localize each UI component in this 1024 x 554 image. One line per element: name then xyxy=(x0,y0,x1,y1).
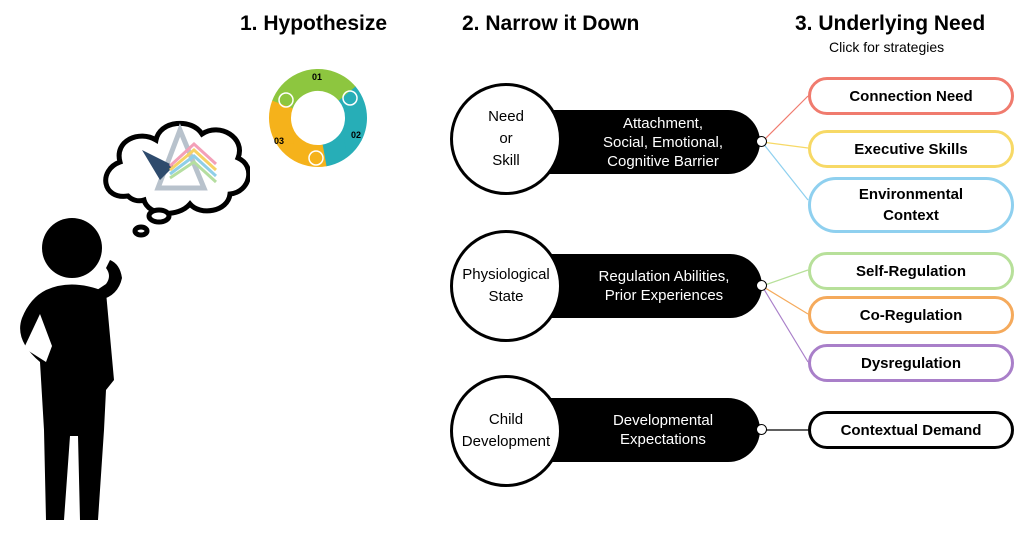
pill-line: Developmental xyxy=(612,412,714,429)
need-label: Context xyxy=(883,207,939,224)
hypothesis-cycle: 01 02 03 xyxy=(269,69,367,167)
need-label: Connection Need xyxy=(849,87,973,105)
need-label: Executive Skills xyxy=(854,140,968,158)
cycle-step-02: 02 xyxy=(351,130,361,140)
pill-line: Prior Experiences xyxy=(604,287,724,304)
connector-node xyxy=(756,136,767,147)
need-label: Self-Regulation xyxy=(855,262,966,280)
physiological-state-circle: Physiological State xyxy=(450,230,562,342)
pill-line: Regulation Abilities, xyxy=(598,268,730,285)
hypothesize-heading: 1. Hypothesize xyxy=(240,12,388,35)
circle-line: Physiological xyxy=(462,266,550,283)
need-label: Environmental xyxy=(858,186,964,203)
child-development-circle: Child Development xyxy=(450,375,562,487)
need-label: Dysregulation xyxy=(860,354,962,372)
click-hint: Click for strategies xyxy=(829,39,945,55)
circle-line: Need xyxy=(488,108,524,125)
need-or-skill-circle: Need or Skill xyxy=(450,83,562,195)
circle-line: State xyxy=(488,288,524,305)
executive-skills-button[interactable]: Executive Skills xyxy=(808,130,1014,168)
need-label: Contextual Demand xyxy=(840,421,982,439)
contextual-demand-button[interactable]: Contextual Demand xyxy=(808,411,1014,449)
pill-line: Expectations xyxy=(620,431,706,448)
need-label: Co-Regulation xyxy=(859,306,963,324)
circle-line: or xyxy=(499,130,513,147)
cycle-step-01: 01 xyxy=(312,72,322,82)
person-silhouette xyxy=(20,218,122,520)
cycle-step-03: 03 xyxy=(274,136,284,146)
pill-line: Cognitive Barrier xyxy=(607,152,719,170)
circle-line: Skill xyxy=(492,152,520,169)
circle-line: Development xyxy=(461,433,551,450)
narrow-heading: 2. Narrow it Down xyxy=(462,12,640,35)
gears-icon xyxy=(308,150,324,166)
connection-need-button[interactable]: Connection Need xyxy=(808,77,1014,115)
pill-line: Attachment, xyxy=(622,114,704,132)
environmental-context-button[interactable]: Environmental Context xyxy=(808,177,1014,233)
barrier-pill: Attachment, Social, Emotional, Cognitive… xyxy=(530,110,760,174)
people-icon xyxy=(278,92,294,108)
connector-node xyxy=(756,280,767,291)
developmental-pill: Developmental Expectations xyxy=(530,398,760,462)
co-regulation-button[interactable]: Co-Regulation xyxy=(808,296,1014,334)
triangle-logo xyxy=(142,123,218,191)
pill-line: Social, Emotional, xyxy=(602,133,724,151)
brain-icon xyxy=(342,90,358,106)
dysregulation-button[interactable]: Dysregulation xyxy=(808,344,1014,382)
connector-node xyxy=(756,424,767,435)
underlying-need-heading: 3. Underlying Need xyxy=(795,12,986,35)
circle-line: Child xyxy=(488,411,524,428)
regulation-pill: Regulation Abilities, Prior Experiences xyxy=(530,254,762,318)
thinking-person-illustration xyxy=(20,120,250,520)
self-regulation-button[interactable]: Self-Regulation xyxy=(808,252,1014,290)
